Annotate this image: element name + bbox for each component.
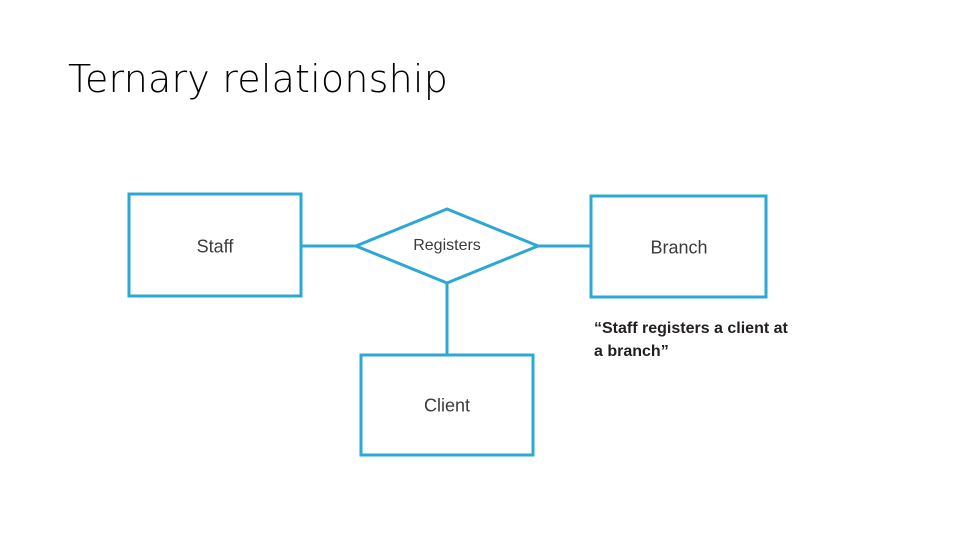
entity-label-staff: Staff — [196, 236, 234, 257]
entity-label-client: Client — [423, 395, 471, 416]
entity-label-branch: Branch — [650, 237, 708, 258]
entity-box-staff[interactable] — [127, 192, 303, 298]
entity-box-client[interactable] — [359, 353, 535, 457]
diagram-caption: “Staff registers a client at a branch” — [594, 317, 844, 363]
caption-line-2: a branch” — [594, 343, 669, 360]
relationship-label-registers: Registers — [413, 237, 481, 254]
caption-line-1: “Staff registers a client at — [594, 320, 788, 337]
relationship-diamond-registers[interactable] — [352, 207, 542, 285]
entity-box-branch[interactable] — [589, 194, 768, 299]
page-title: Ternary relationship — [68, 57, 449, 101]
